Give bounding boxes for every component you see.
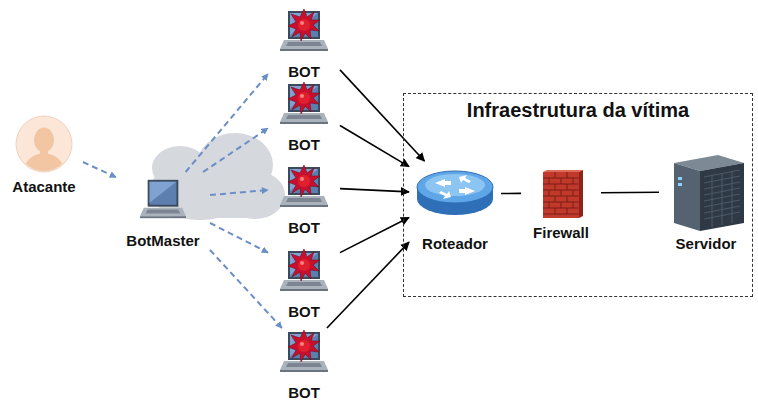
dashed-arrow (203, 128, 268, 172)
node-label: Servidor (659, 235, 753, 253)
laptop-icon (140, 176, 186, 222)
node-label: BOT (268, 136, 340, 154)
node-label-text: BOT (286, 136, 322, 153)
firewall-icon (539, 168, 583, 218)
bot-icon (280, 247, 328, 295)
bot-node: BOT (268, 7, 340, 83)
attack-arrow (327, 242, 409, 328)
node-label-text: BOT (286, 303, 322, 320)
attack-arrow (340, 217, 409, 252)
node-label: BOT (268, 63, 340, 81)
node-label-text: BOT (286, 384, 322, 401)
bot-icon (280, 7, 328, 55)
region-title-text: Infraestrutura da vítima (467, 99, 689, 121)
cloud (150, 133, 285, 220)
node-label: Roteador (409, 235, 501, 253)
node-label: Atacante (5, 178, 83, 196)
node-label: BotMaster (116, 232, 210, 250)
bot-node: BOT (268, 163, 340, 239)
node-label-text: BOT (286, 63, 322, 80)
node-label: BOT (268, 384, 340, 402)
attack-arrow (340, 70, 424, 161)
server-icon (666, 153, 746, 231)
bot-icon (280, 163, 328, 211)
node-label-text: BOT (286, 219, 322, 236)
link-line (501, 193, 521, 195)
firewall-node: Firewall (521, 166, 601, 244)
bot-node: BOT (268, 328, 340, 404)
attacker-node: Atacante (5, 112, 83, 200)
bot-icon (280, 80, 328, 128)
router-node: Roteador (409, 161, 501, 256)
victim-region: Infraestrutura da vítimaRoteador Firewall… (403, 93, 753, 297)
node-label-text: Roteador (420, 235, 490, 252)
attack-arrow (340, 125, 409, 166)
node-label: Firewall (521, 224, 601, 242)
node-label-text: BotMaster (124, 232, 201, 249)
dashed-arrow (210, 190, 268, 195)
bot-node: BOT (268, 247, 340, 323)
bot-node: BOT (268, 80, 340, 156)
link-line (601, 192, 659, 194)
dashed-arrow (210, 250, 282, 328)
botmaster-node: BotMaster (116, 172, 210, 254)
bot-icon (280, 328, 328, 376)
node-label-text: Servidor (674, 235, 739, 252)
dashed-arrow (186, 74, 268, 172)
region-title: Infraestrutura da vítima (404, 98, 752, 122)
node-label-text: Atacante (10, 178, 77, 195)
dashed-arrow (210, 223, 268, 253)
node-label: BOT (268, 303, 340, 321)
router-icon (415, 169, 495, 219)
node-label-text: Firewall (531, 224, 591, 241)
server-node: Servidor (659, 151, 753, 255)
node-label: BOT (268, 219, 340, 237)
person-icon (15, 115, 73, 173)
dashed-arrow (83, 162, 116, 177)
attack-arrow (340, 189, 409, 192)
